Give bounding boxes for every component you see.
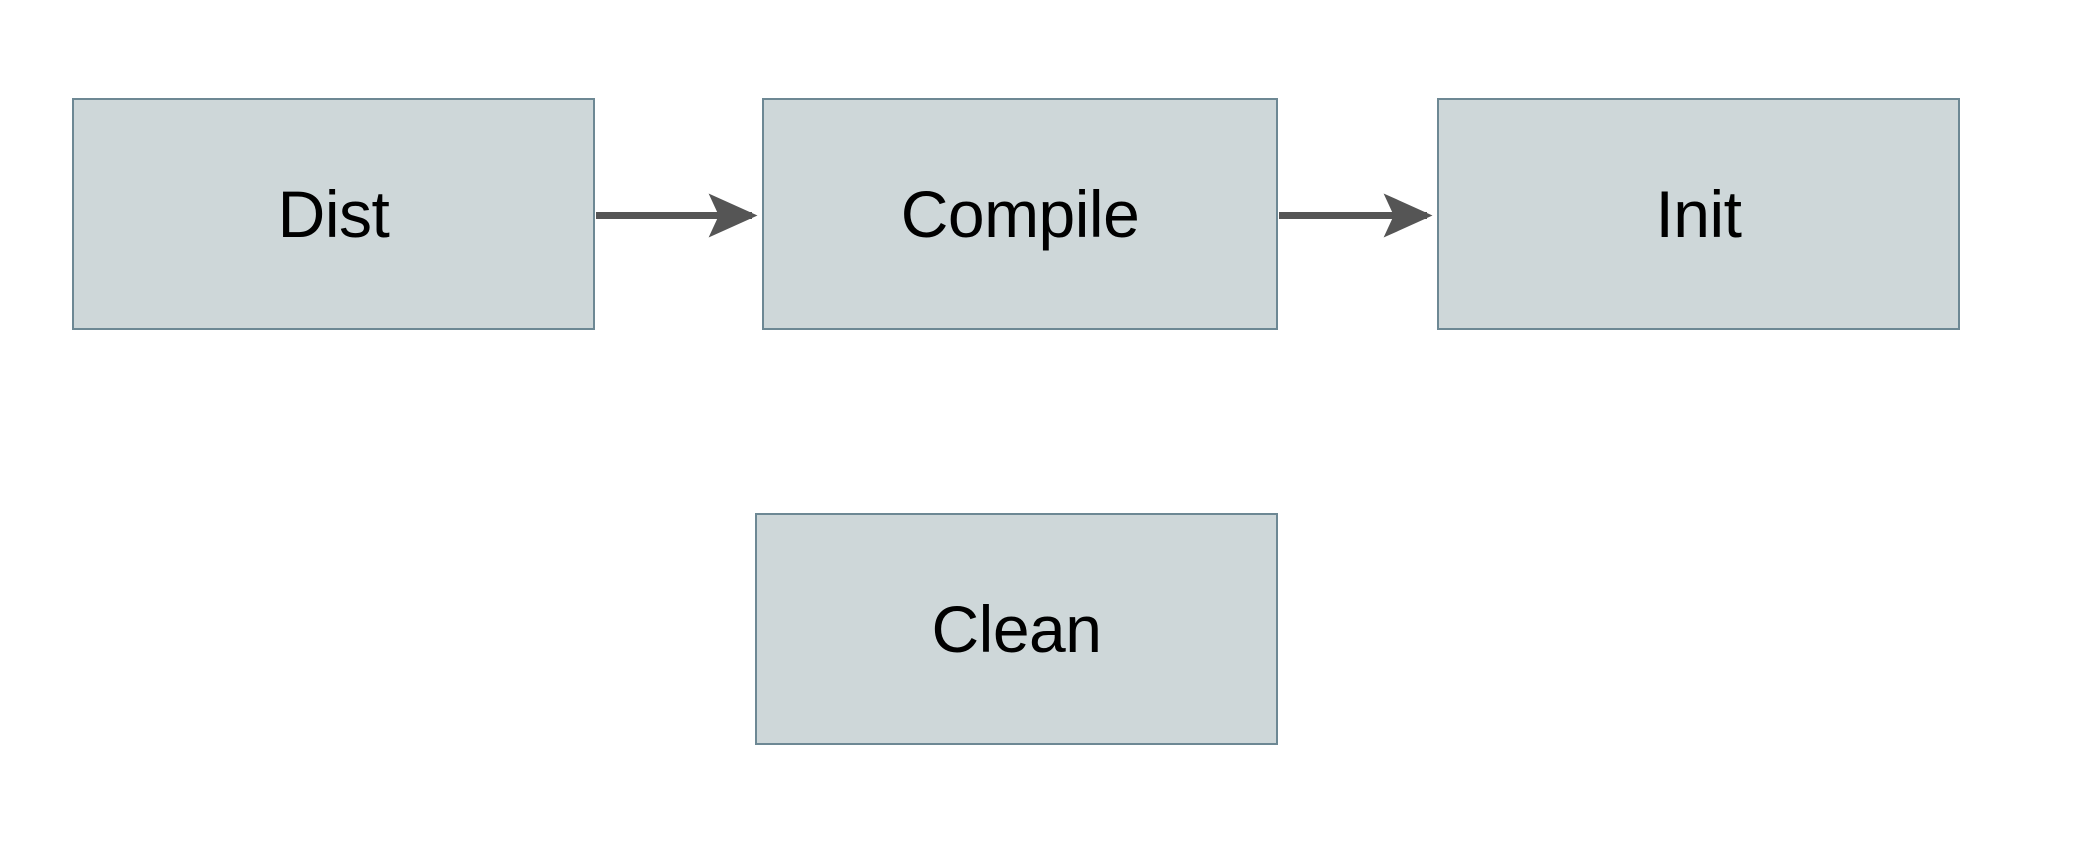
node-clean-label: Clean	[931, 592, 1102, 666]
node-dist[interactable]: Dist	[72, 98, 595, 330]
node-init[interactable]: Init	[1437, 98, 1960, 330]
node-init-label: Init	[1655, 177, 1742, 251]
node-dist-label: Dist	[277, 177, 390, 251]
node-compile[interactable]: Compile	[762, 98, 1278, 330]
node-compile-label: Compile	[900, 177, 1140, 251]
node-clean[interactable]: Clean	[755, 513, 1278, 745]
